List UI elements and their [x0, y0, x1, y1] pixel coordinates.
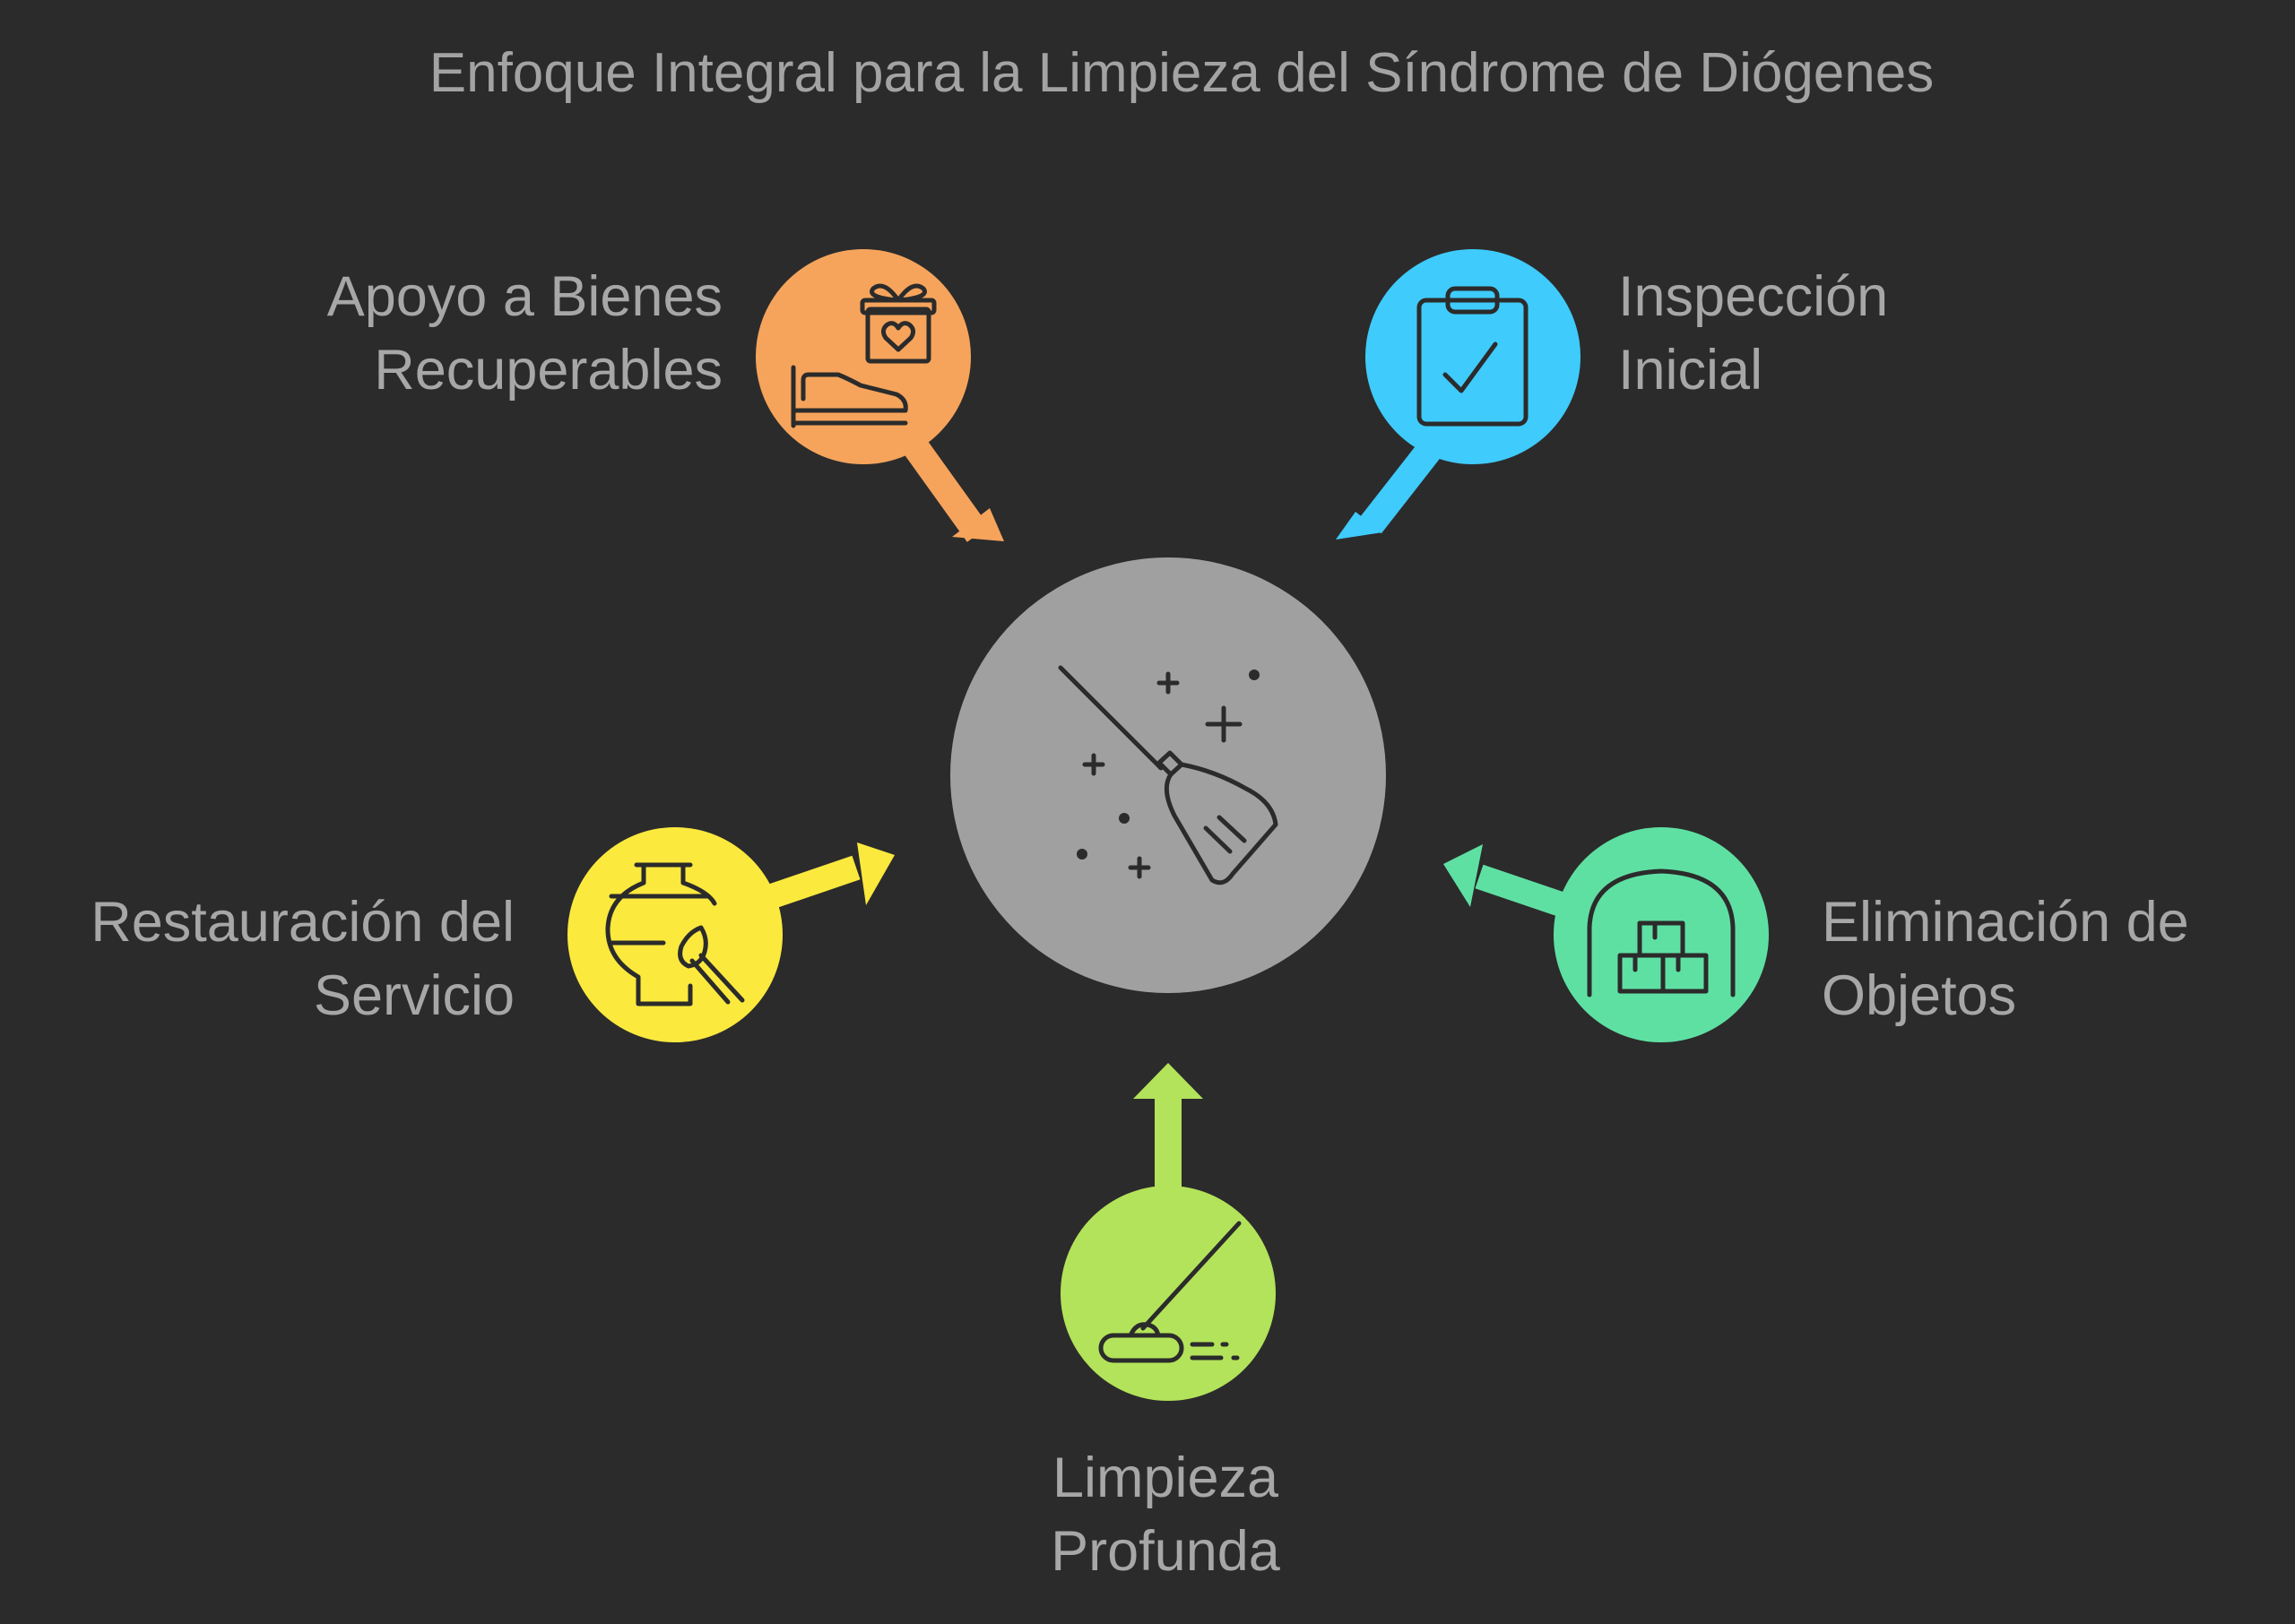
- diagram-title: Enfoque Integral para la Limpieza del Sí…: [429, 42, 1935, 104]
- node-limpieza-label-line-2: Profunda: [1051, 1520, 1280, 1583]
- node-apoyo-circle: [756, 249, 971, 464]
- node-eliminacion-label: Eliminación de Objetos: [1822, 885, 2270, 1032]
- node-inspeccion-label-line-1: Inspección: [1618, 265, 1889, 328]
- node-limpieza: [1061, 1186, 1276, 1401]
- node-inspeccion-circle: [1365, 249, 1581, 464]
- clipboard-check-icon: [1416, 286, 1529, 427]
- node-eliminacion-label-line-2: Objetos: [1822, 964, 2017, 1027]
- node-eliminacion: [1554, 827, 1769, 1042]
- node-inspeccion-label-line-2: Inicial: [1618, 339, 1763, 402]
- node-limpieza-circle: [1061, 1186, 1276, 1401]
- center-hub: [950, 557, 1386, 993]
- broom-sparkles-icon: [1058, 665, 1278, 885]
- mop-icon: [1098, 1221, 1242, 1363]
- node-restauracion-label-line-2: Servicio: [313, 964, 515, 1027]
- node-apoyo-label-line-2: Recuperables: [374, 339, 723, 402]
- node-apoyo-label-line-1: Apoyo a Bienes: [326, 265, 723, 328]
- node-limpieza-label-line-1: Limpieza: [1052, 1447, 1279, 1509]
- sparkle-dots: [1077, 669, 1260, 860]
- boxes-storage-icon: [1587, 868, 1736, 998]
- arrow-eliminacion-to-center: [1443, 844, 1573, 920]
- vase-brush-icon: [605, 862, 745, 1006]
- node-restauracion-label: Restauración del Servicio: [36, 885, 515, 1032]
- node-restauracion-circle: [567, 827, 783, 1042]
- node-eliminacion-label-line-1: Eliminación de: [1822, 891, 2189, 954]
- arrow-limpieza-to-center: [1133, 1063, 1203, 1192]
- node-eliminacion-circle: [1554, 827, 1769, 1042]
- node-inspeccion: [1365, 249, 1581, 464]
- node-restauracion: [567, 827, 783, 1042]
- node-limpieza-label: Limpieza Profunda: [941, 1441, 1390, 1588]
- gift-heart-bed-icon: [791, 283, 937, 428]
- node-inspeccion-label: Inspección Inicial: [1618, 260, 2084, 407]
- node-apoyo: [756, 249, 971, 464]
- node-apoyo-label: Apoyo a Bienes Recuperables: [269, 260, 723, 407]
- node-restauracion-label-line-1: Restauración del: [91, 891, 515, 954]
